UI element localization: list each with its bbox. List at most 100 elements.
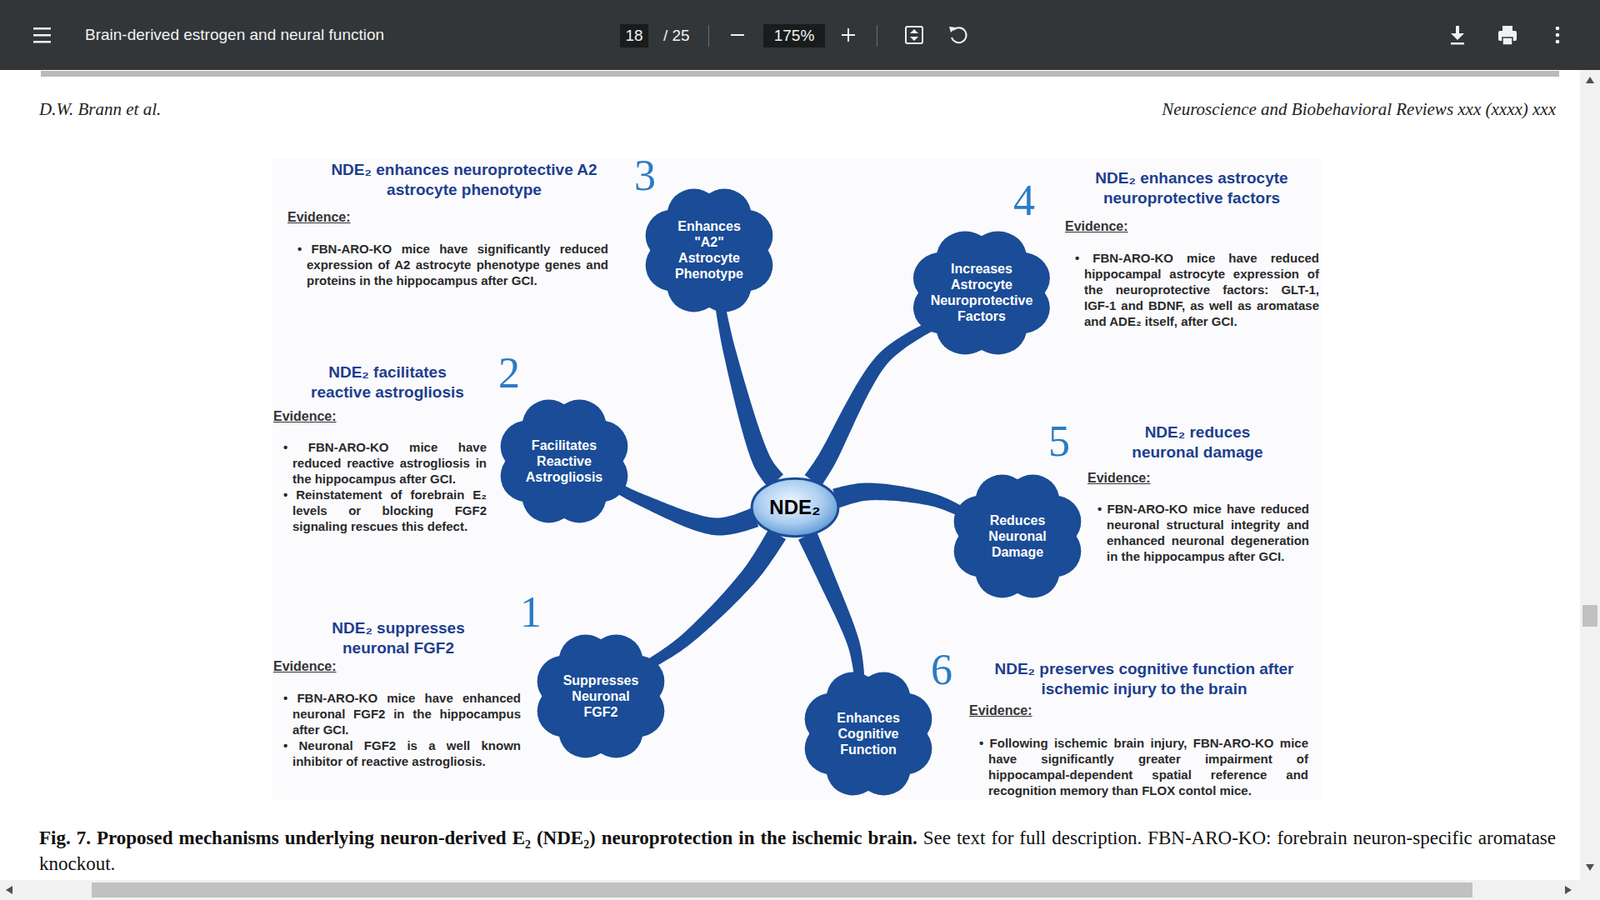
evidence-label: Evidence: [1087, 470, 1151, 487]
evidence-list: • FBN-ARO-KO mice have significantly red… [297, 240, 609, 289]
evidence-bullet: • Neuronal FGF2 is a well known inhibito… [283, 737, 521, 770]
evidence-bullet: • Following ischemic brain injury, FBN-A… [979, 735, 1309, 799]
fit-icon [905, 26, 923, 44]
branch-connector [832, 482, 968, 518]
callout-number: 5 [1048, 420, 1070, 464]
evidence-bullet: • FBN-ARO-KO mice have enhanced neuronal… [283, 690, 521, 738]
panel-heading: NDE₂ reduces neuronal damage [1122, 422, 1273, 463]
zoom-level: 175% [774, 26, 815, 45]
mechanism-flower: Facilitates Reactive Astrogliosis [497, 396, 631, 526]
mechanism-flower: Enhances Cognitive Function [801, 669, 935, 799]
branch-connector [715, 303, 784, 489]
document-title: Brain-derived estrogen and neural functi… [85, 25, 385, 45]
evidence-label: Evidence: [273, 658, 337, 675]
branch-connector [805, 320, 935, 487]
page-input [620, 24, 649, 48]
mechanism-flower: Suppresses Neuronal FGF2 [534, 631, 668, 761]
callout-number: 2 [498, 351, 520, 395]
flower-lobe [551, 648, 650, 745]
callout-number: 3 [634, 154, 656, 198]
page-edge [40, 70, 1560, 77]
flower-lobe [515, 413, 614, 510]
evidence-list: • Following ischemic brain injury, FBN-A… [979, 735, 1309, 799]
evidence-bullet: • FBN-ARO-KO mice have reduced neuronal … [1097, 500, 1310, 565]
callout-number: 6 [930, 648, 953, 692]
fit-icon [910, 29, 919, 41]
zoom-in-icon [847, 28, 850, 42]
menu-icon [33, 34, 51, 37]
mechanism-flower: Reduces Neuronal Damage [950, 471, 1085, 601]
node-text: NDE₂ [769, 495, 820, 520]
flower-shape [642, 185, 776, 315]
more-icon [1555, 26, 1560, 31]
evidence-list: • FBN-ARO-KO mice have reduced hippocamp… [1075, 250, 1320, 330]
menu-icon [33, 27, 51, 30]
evidence-bullet: • FBN-ARO-KO mice have significantly red… [297, 240, 609, 289]
evidence-bullet: • Reinstatement of forebrain E₂ levels o… [283, 486, 487, 535]
scrollbar-thumb [1582, 605, 1598, 627]
ellipse-outline [751, 478, 839, 537]
node-text: Reduces Neuronal Damage [988, 512, 1046, 560]
page-number: 18 [625, 26, 643, 45]
mechanism-flower: Increases Astrocyte Neuroprotective Fact… [910, 228, 1054, 358]
flower-lobe [819, 685, 918, 782]
flower-lobe [968, 488, 1067, 585]
zoom-out-icon [730, 34, 745, 36]
toolbar [0, 0, 1600, 70]
print-icon [1502, 25, 1513, 31]
evidence-label: Evidence: [273, 408, 337, 425]
menu-icon [33, 40, 51, 44]
page-ground [0, 70, 1600, 900]
scroll-arrow [1585, 864, 1595, 871]
evidence-list: • FBN-ARO-KO mice have reduced reactive … [283, 439, 487, 535]
node-text: Suppresses Neuronal FGF2 [563, 672, 640, 720]
evidence-label: Evidence: [1065, 218, 1129, 235]
evidence-label: Evidence: [287, 209, 351, 226]
node-text: Enhances Cognitive Function [836, 710, 900, 758]
evidence-list: • FBN-ARO-KO mice have reduced neuronal … [1097, 500, 1310, 565]
scrollbar-track [0, 880, 1600, 900]
panel-heading: NDE₂ preserves cognitive function after … [969, 659, 1320, 700]
branch-connector [798, 531, 865, 680]
branch-connector [645, 529, 786, 670]
center-ellipse: NDE₂ [750, 476, 840, 539]
panel-heading: NDE₂ facilitates reactive astrogliosis [298, 362, 478, 403]
scroll-arrow [5, 885, 13, 895]
panel-heading: NDE₂ enhances astrocyte neuroprotective … [1083, 168, 1300, 209]
callout-number: 4 [1013, 179, 1035, 223]
scrollbar-track [1580, 70, 1600, 880]
print-icon [1502, 37, 1513, 45]
flower-lobe [928, 245, 1035, 341]
more-icon [1555, 33, 1560, 38]
page-count: / 25 [663, 26, 690, 45]
separator [876, 25, 878, 47]
figure-ground [272, 158, 1322, 800]
evidence-bullet: • FBN-ARO-KO mice have reduced hippocamp… [1075, 250, 1320, 330]
evidence-label: Evidence: [969, 702, 1033, 720]
node-text: Enhances "A2" Astrocyte Phenotype [675, 218, 744, 282]
panel-heading: NDE₂ enhances neuroprotective A2 astrocy… [325, 160, 605, 200]
scroll-arrow [1585, 76, 1595, 84]
branch-connector [611, 481, 759, 535]
more-icon [1555, 40, 1560, 45]
flower-shape [910, 228, 1054, 358]
download-icon [1450, 42, 1465, 45]
download-icon [1455, 25, 1460, 35]
mechanism-flower: Enhances "A2" Astrocyte Phenotype [642, 185, 776, 315]
zoom-input [763, 24, 825, 48]
journal-header: Neuroscience and Biobehavioral Reviews x… [1161, 99, 1556, 120]
node-text: Facilitates Reactive Astrogliosis [525, 437, 603, 485]
node-text: Increases Astrocyte Neuroprotective Fact… [930, 260, 1034, 325]
callout-number: 1 [520, 590, 542, 635]
scroll-arrow [1565, 885, 1572, 895]
evidence-bullet: • FBN-ARO-KO mice have reduced reactive … [283, 439, 487, 487]
download-icon [1450, 33, 1465, 40]
separator [708, 25, 710, 47]
scrollbar-thumb [91, 882, 1473, 898]
rotate-icon [949, 26, 956, 33]
rotate-icon [951, 27, 967, 43]
panel-heading: NDE₂ suppresses neuronal FGF2 [319, 618, 478, 659]
